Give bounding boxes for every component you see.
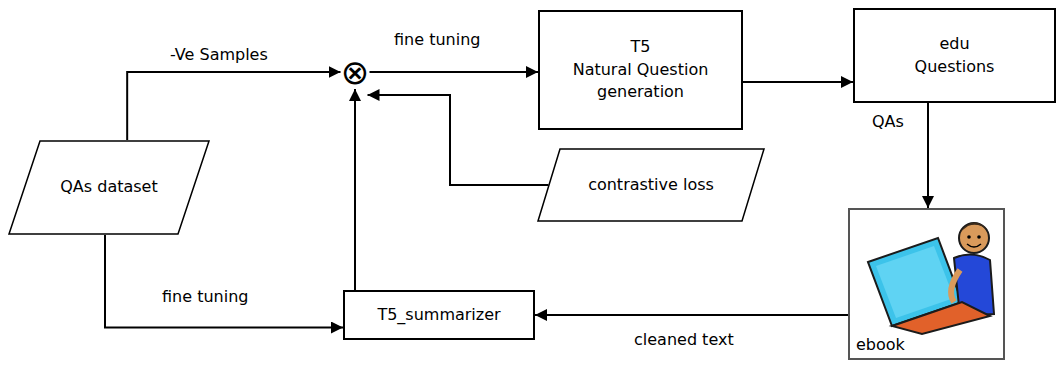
edge-label: fine tuning [392,30,482,49]
flow-arrow [105,235,343,328]
flow-arrow [927,103,929,208]
node-label: T5 [631,36,651,58]
edge-label: fine tuning [160,287,250,306]
kid-hair [960,222,988,232]
output-box: edu Questions [853,8,1056,103]
model-box: T5_summarizer [343,290,535,340]
flow-arrow [368,95,549,185]
junction-symbol: ⊗ [341,55,370,89]
ebook-picture: ebook [848,208,1005,360]
flow-arrow [354,89,356,290]
laptop-base [892,302,990,334]
kid-eye [977,235,981,239]
edge-label: QAs [870,112,906,131]
kid-eye [967,235,971,239]
kid-arm [951,270,960,302]
edge-label: cleaned text [632,330,736,349]
kid-head [959,223,989,253]
flow-arrow [535,314,848,316]
multiply-junction: ⊗ [341,55,370,89]
parallelogram-shape [9,141,209,234]
node-label: edu Questions [907,33,1002,78]
node-label: ebook [856,334,905,356]
node-label: QAs dataset [60,176,157,198]
node-label: contrastive loss [588,174,714,196]
loss-parallelogram: contrastive loss [537,148,765,222]
node-label: T5_summarizer [377,304,500,326]
model-box: T5Natural Question generation [538,10,743,130]
dataset-parallelogram: QAs dataset [8,140,210,235]
flow-arrow [743,81,853,83]
flow-arrow [127,72,340,140]
kid-smile [967,244,981,247]
parallelogram-shape [538,149,764,221]
flow-arrow [370,71,539,73]
laptop-display [876,246,954,318]
edge-label: -Ve Samples [168,45,270,64]
node-label: Natural Question generation [556,59,726,104]
